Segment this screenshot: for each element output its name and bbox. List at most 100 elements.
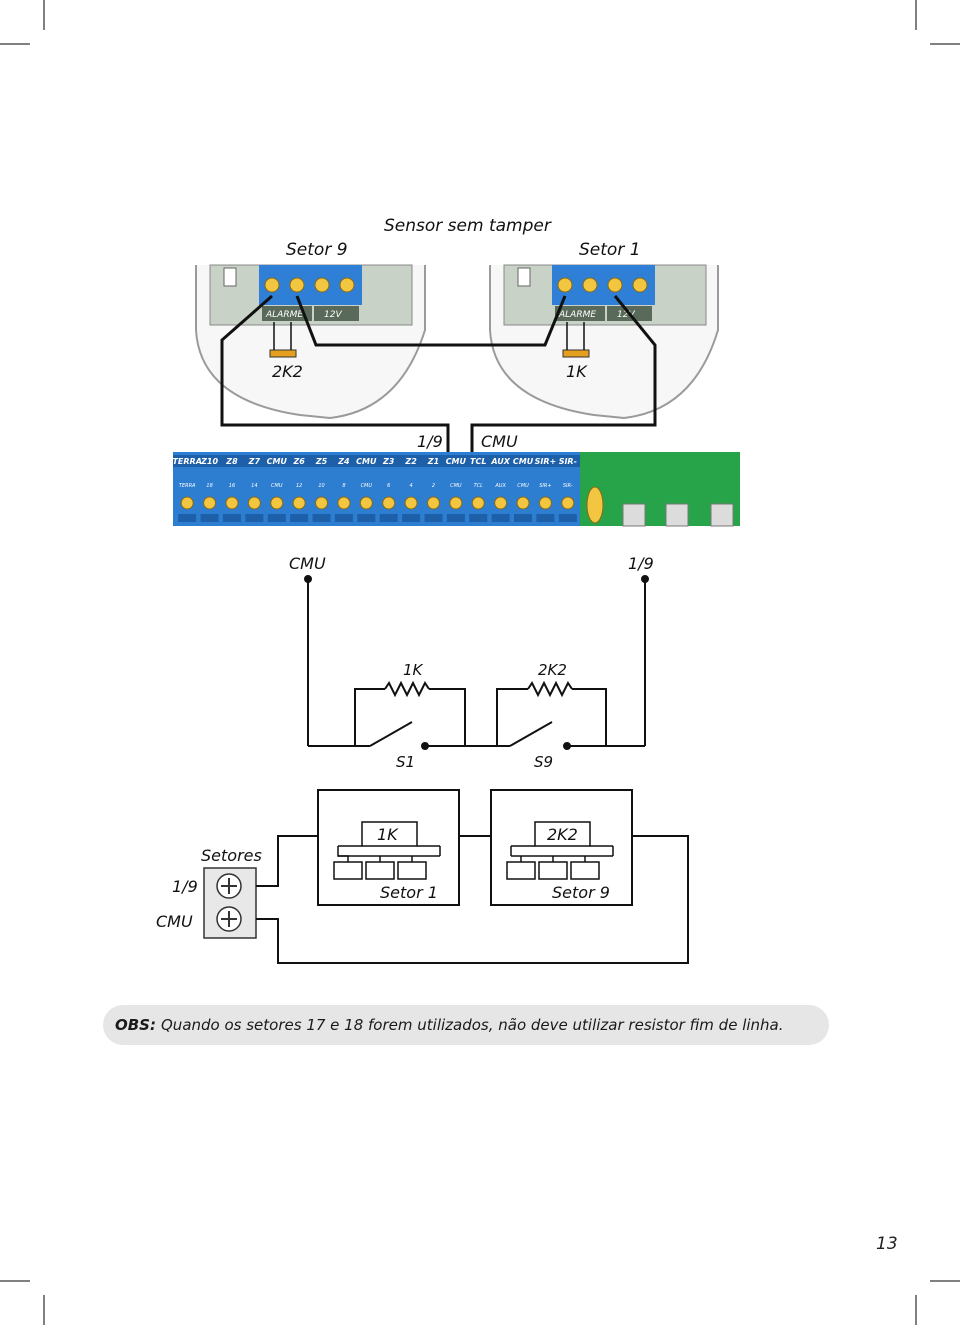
board-terminal-screw: [180, 496, 194, 510]
board-terminal-slot: [491, 514, 510, 522]
schematic-switch-s9: S9: [534, 753, 553, 771]
obs-text: Quando os setores 17 e 18 forem utilizad…: [161, 1016, 784, 1034]
schematic-1-9-label: 1/9: [628, 554, 654, 573]
board-terminal-slot: [424, 514, 443, 522]
board-terminal-label: CMU: [356, 457, 377, 466]
board-terminal-sublabel: 18: [206, 483, 212, 489]
box9-resistor-label: 2K2: [547, 825, 578, 844]
board-terminal-slot: [558, 514, 577, 522]
schematic-switch-s1: S1: [396, 753, 415, 771]
board-terminal-label: SIR-: [559, 457, 577, 466]
board-terminal-sublabel: AUX: [494, 483, 506, 489]
board-terminal-label: SIR+: [535, 457, 557, 466]
board-terminal-screw: [404, 496, 418, 510]
board-terminal-screw: [270, 496, 284, 510]
board-terminal-label: Z1: [427, 457, 439, 466]
board-terminal-label: CMU: [267, 457, 288, 466]
connector-title: Setores: [201, 846, 262, 865]
board-terminal-screw: [225, 496, 239, 510]
sensor-box-setor-1: 1K Setor 1: [317, 789, 460, 906]
board-terminal-screw: [382, 496, 396, 510]
board-terminal-slot: [379, 514, 398, 522]
board-terminal-label: TCL: [470, 457, 486, 466]
left-12v-label: 12V: [324, 310, 342, 320]
board-terminal-label: CMU: [446, 457, 467, 466]
board-terminal-slot: [222, 514, 241, 522]
board-terminal-slot: [200, 514, 219, 522]
board-terminal-sublabel: 12: [296, 483, 302, 489]
board-terminal-screw: [337, 496, 351, 510]
left-resistor-label: 2K2: [272, 362, 303, 381]
board-terminal-screw: [247, 496, 261, 510]
board-terminal-screw: [516, 496, 530, 510]
board-terminal-slot: [178, 514, 197, 522]
board-terminal-label: CMU: [513, 457, 534, 466]
board-terminal-label: Z10: [200, 457, 218, 466]
board-terminal-sublabel: SIR+: [539, 483, 551, 489]
connector-label-cmu: CMU: [156, 912, 193, 931]
board-terminal-screw: [494, 496, 508, 510]
wire-label-cmu: CMU: [481, 432, 518, 451]
sensor-box-setor-9: 2K2 Setor 9: [490, 789, 633, 906]
board-terminal-sublabel: TCL: [474, 483, 484, 489]
box1-resistor-label: 1K: [377, 825, 399, 844]
board-terminal-screw: [359, 496, 373, 510]
box1-label: Setor 1: [380, 883, 438, 902]
top-wires: [220, 294, 657, 455]
board-terminal-slot: [514, 514, 533, 522]
sensor-title: Sensor sem tamper: [384, 216, 552, 236]
left-alarm-label: ALARME: [265, 310, 303, 320]
bottom-wires: [256, 835, 689, 964]
board-terminal-sublabel: 6: [387, 483, 390, 489]
board-terminal-screw: [449, 496, 463, 510]
board-terminal-slot: [334, 514, 353, 522]
board-terminal-sublabel: SIR-: [563, 483, 573, 489]
board-terminal-label: Z8: [225, 457, 238, 466]
right-sensor-label: Setor 1: [579, 240, 641, 260]
board-terminal-label: Z7: [248, 457, 261, 466]
board-terminal-slot: [536, 514, 555, 522]
board-terminal-sublabel: CMU: [271, 483, 283, 489]
board-terminal-sublabel: CMU: [361, 483, 373, 489]
board-terminal-slot: [469, 514, 488, 522]
board-terminal-slot: [245, 514, 264, 522]
board-terminal-slot: [446, 514, 465, 522]
board-terminal-label: Z5: [315, 457, 328, 466]
schematic-lines: [304, 575, 649, 750]
board-terminal-screw: [471, 496, 485, 510]
board-terminal-sublabel: TERRA: [179, 483, 196, 489]
board-terminal-sublabel: CMU: [450, 483, 462, 489]
right-12v-label: 12V: [617, 310, 635, 320]
schematic-resistor-1k: 1K: [403, 661, 424, 679]
board-terminal-label: TERRA: [172, 457, 201, 466]
obs-note: OBS:Quando os setores 17 e 18 forem util…: [103, 1005, 829, 1045]
board-terminal-slot: [290, 514, 309, 522]
board-terminal-slot: [402, 514, 421, 522]
board-terminal-screw: [561, 496, 575, 510]
board-terminal-slot: [267, 514, 286, 522]
wire-label-1-9: 1/9: [417, 432, 443, 451]
board-terminal-sublabel: 4: [409, 483, 412, 489]
board-terminal-slot: [357, 514, 376, 522]
schematic-resistor-2k2: 2K2: [538, 661, 567, 679]
board-terminal-sublabel: CMU: [517, 483, 529, 489]
board-terminal-slot: [312, 514, 331, 522]
board-terminal-screw: [538, 496, 552, 510]
board-terminal-sublabel: 10: [318, 483, 324, 489]
schematic-cmu-label: CMU: [289, 554, 326, 573]
board-terminal-label: Z2: [404, 457, 417, 466]
connector-label-1-9: 1/9: [172, 877, 198, 896]
setores-connector: [203, 867, 257, 939]
board-terminal-label: Z6: [292, 457, 305, 466]
board-terminal-sublabel: 8: [342, 483, 345, 489]
right-sensor: ALARME 12V 1K: [489, 264, 719, 420]
board-terminal-screw: [203, 496, 217, 510]
board-terminal-label: Z3: [382, 457, 395, 466]
right-alarm-label: ALARME: [558, 310, 596, 320]
board-terminal-label: AUX: [490, 457, 510, 466]
board-terminal-sublabel: 2: [432, 483, 435, 489]
left-sensor-label: Setor 9: [286, 240, 348, 260]
